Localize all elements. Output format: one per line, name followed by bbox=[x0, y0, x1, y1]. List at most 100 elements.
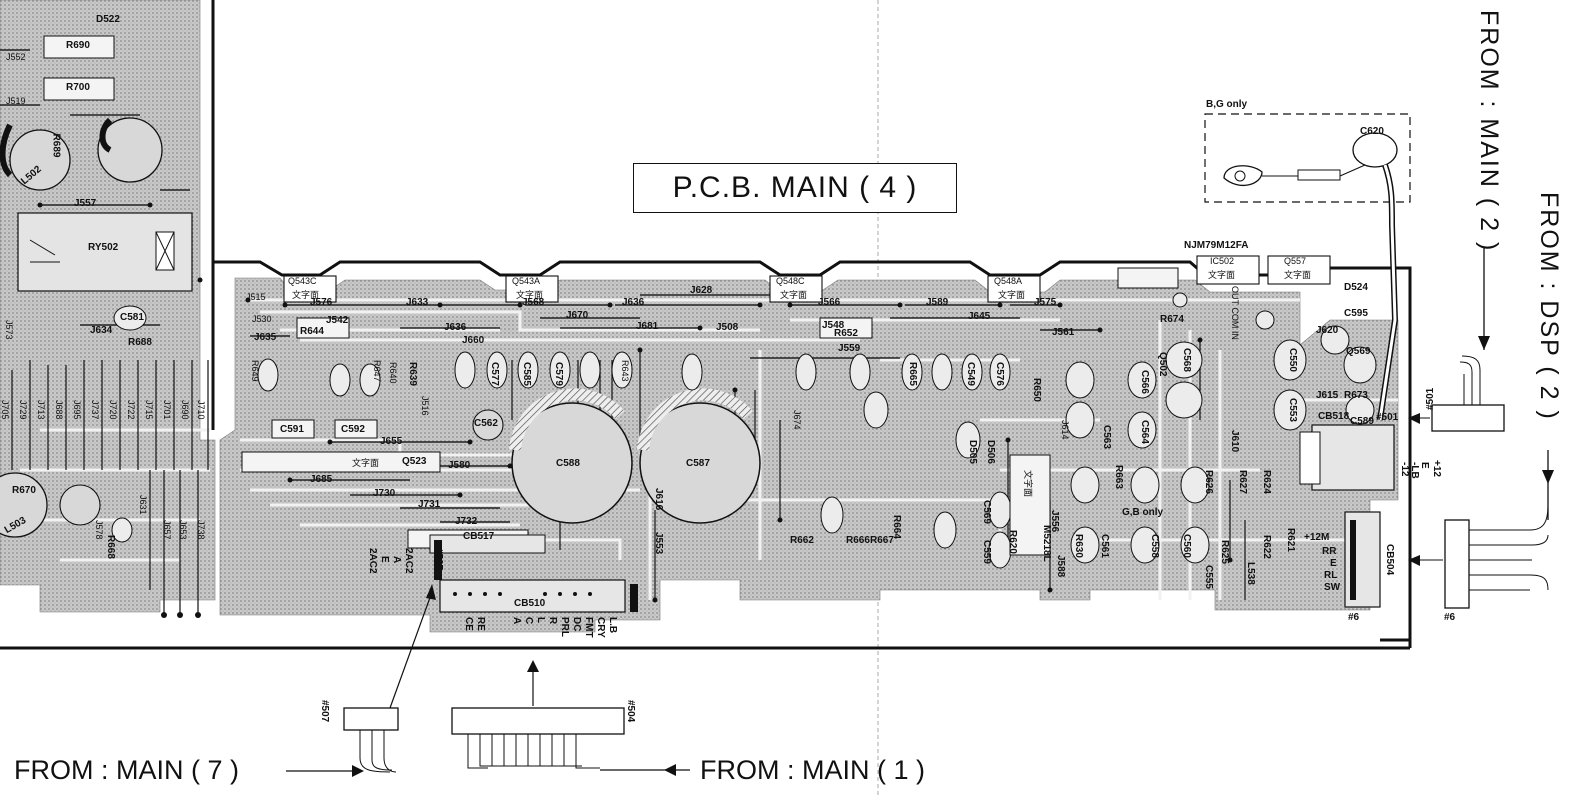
c579-label: C579 bbox=[553, 362, 564, 386]
small-caps bbox=[111, 292, 1377, 569]
c568-label: C568 bbox=[1181, 348, 1192, 372]
c564-label: C564 bbox=[1139, 420, 1150, 444]
bg-only-label: B,G only bbox=[1206, 99, 1248, 110]
j566-label: J566 bbox=[818, 297, 841, 308]
ic502-label: IC502 bbox=[1210, 256, 1235, 266]
j589-label: J589 bbox=[926, 297, 949, 308]
cb518-pin-2: E bbox=[1419, 462, 1430, 469]
c620-part bbox=[1223, 132, 1399, 421]
j515-label: J515 bbox=[246, 292, 266, 302]
r647-label: R647 bbox=[372, 360, 382, 382]
cb510-pin-11: CE bbox=[463, 617, 474, 631]
j615-label: J615 bbox=[1316, 390, 1339, 401]
connector-6-number: #6 bbox=[1444, 612, 1456, 623]
c566-label: C566 bbox=[1139, 370, 1150, 394]
c585-label: C585 bbox=[521, 362, 532, 386]
cb517-pin-3: E bbox=[379, 556, 390, 563]
r620-label: R620 bbox=[1007, 530, 1018, 554]
c620-label: C620 bbox=[1360, 126, 1384, 137]
j508-label: J508 bbox=[716, 322, 739, 333]
j575-label: J575 bbox=[1034, 297, 1057, 308]
cb518-pin-1: +12 bbox=[1431, 460, 1442, 477]
q543a-script: 文字面 bbox=[516, 290, 544, 300]
j732-label: J732 bbox=[455, 516, 478, 527]
cb504-block bbox=[1344, 511, 1381, 608]
q523-script: 文字面 bbox=[352, 458, 380, 468]
cb517-pin-4: 2AC2 bbox=[367, 548, 378, 574]
j636-label: J636 bbox=[622, 297, 645, 308]
cable-504 bbox=[451, 660, 690, 776]
c558-label: C558 bbox=[1149, 534, 1160, 558]
d506-label: D506 bbox=[985, 440, 996, 464]
c553-label: C553 bbox=[1287, 398, 1298, 422]
c581-label: C581 bbox=[120, 312, 144, 323]
j660-label: J660 bbox=[462, 335, 485, 346]
j738-label: J738 bbox=[196, 520, 206, 540]
j610-label: J610 bbox=[1229, 430, 1240, 453]
r688-label: R688 bbox=[128, 337, 152, 348]
m5218l-label: M5218L bbox=[1041, 525, 1052, 562]
horizontal-jumpers bbox=[0, 49, 1100, 523]
c577-label: C577 bbox=[489, 362, 500, 386]
r625-label: R625 bbox=[1219, 540, 1230, 564]
resistors bbox=[43, 35, 1179, 556]
relay-ry502 bbox=[17, 212, 193, 292]
gb-only-label: G,B only bbox=[1122, 507, 1164, 518]
connector-501-board-number: #501 bbox=[1376, 412, 1399, 423]
connector-507-number: #507 bbox=[319, 700, 330, 723]
c595-label: C595 bbox=[1344, 308, 1368, 319]
bg-only-box bbox=[1204, 113, 1411, 203]
j620-label: J620 bbox=[1316, 325, 1339, 336]
j713-label: J713 bbox=[36, 400, 46, 420]
r689-label: R689 bbox=[50, 133, 62, 158]
cb517-block bbox=[429, 534, 546, 580]
q548c-label: Q548C bbox=[776, 276, 805, 286]
cb510-pin-1: L.B bbox=[607, 617, 618, 634]
j628-label: J628 bbox=[690, 285, 713, 296]
r673-label: R673 bbox=[1344, 390, 1368, 401]
j685-label: J685 bbox=[310, 474, 333, 485]
j695-label: J695 bbox=[72, 400, 82, 420]
j688-label: J688 bbox=[54, 400, 64, 420]
j519-label: J519 bbox=[6, 96, 26, 106]
j633-label: J633 bbox=[406, 297, 429, 308]
from-main1-label: FROM : MAIN ( 1 ) bbox=[700, 755, 925, 785]
j705-label: J705 bbox=[0, 400, 10, 420]
r639-label: R639 bbox=[407, 362, 418, 386]
ic502-script: 文字面 bbox=[1208, 270, 1236, 280]
c563-label: C563 bbox=[1101, 425, 1112, 449]
j653-label: J653 bbox=[178, 520, 188, 540]
connector-501-number: #501 bbox=[1425, 387, 1436, 410]
cb518-label: CB518 bbox=[1318, 411, 1350, 422]
j681-label: J681 bbox=[636, 321, 659, 332]
cb504-pin-1: +12M bbox=[1304, 532, 1330, 543]
cb504-pin-2: RR bbox=[1322, 546, 1337, 557]
r700-label: R700 bbox=[66, 82, 90, 93]
j561-label: J561 bbox=[1052, 327, 1075, 338]
j559-label: J559 bbox=[838, 343, 861, 354]
j729-label: J729 bbox=[18, 400, 28, 420]
j573-label: J573 bbox=[4, 320, 14, 340]
j548-label: J548 bbox=[822, 320, 845, 331]
j530-label: J530 bbox=[252, 314, 272, 324]
cb510-pin-9: A bbox=[511, 617, 522, 625]
j701-label: J701 bbox=[162, 400, 172, 420]
c561-label: C561 bbox=[1099, 534, 1110, 558]
c560-label: C560 bbox=[1181, 534, 1192, 558]
j553-label: J553 bbox=[653, 532, 664, 555]
j674-label: J674 bbox=[792, 410, 802, 430]
cb510-pin-6: R bbox=[547, 617, 558, 625]
r663-label: R663 bbox=[1113, 465, 1124, 489]
cb518-pin-4: -12 bbox=[1399, 462, 1410, 477]
r640-label: R640 bbox=[388, 362, 398, 384]
board-title: P.C.B. MAIN ( 4 ) bbox=[633, 163, 957, 213]
njm-label: NJM79M12FA bbox=[1184, 240, 1249, 251]
r664-label: R664 bbox=[891, 515, 902, 539]
connector-507-board-number: #507 bbox=[433, 548, 444, 571]
j655-label: J655 bbox=[380, 436, 403, 447]
j690-label: J690 bbox=[180, 400, 190, 420]
q543a-label: Q543A bbox=[512, 276, 541, 286]
r626-label: R626 bbox=[1203, 470, 1214, 494]
cb510-pin-3: FMT bbox=[583, 617, 594, 638]
